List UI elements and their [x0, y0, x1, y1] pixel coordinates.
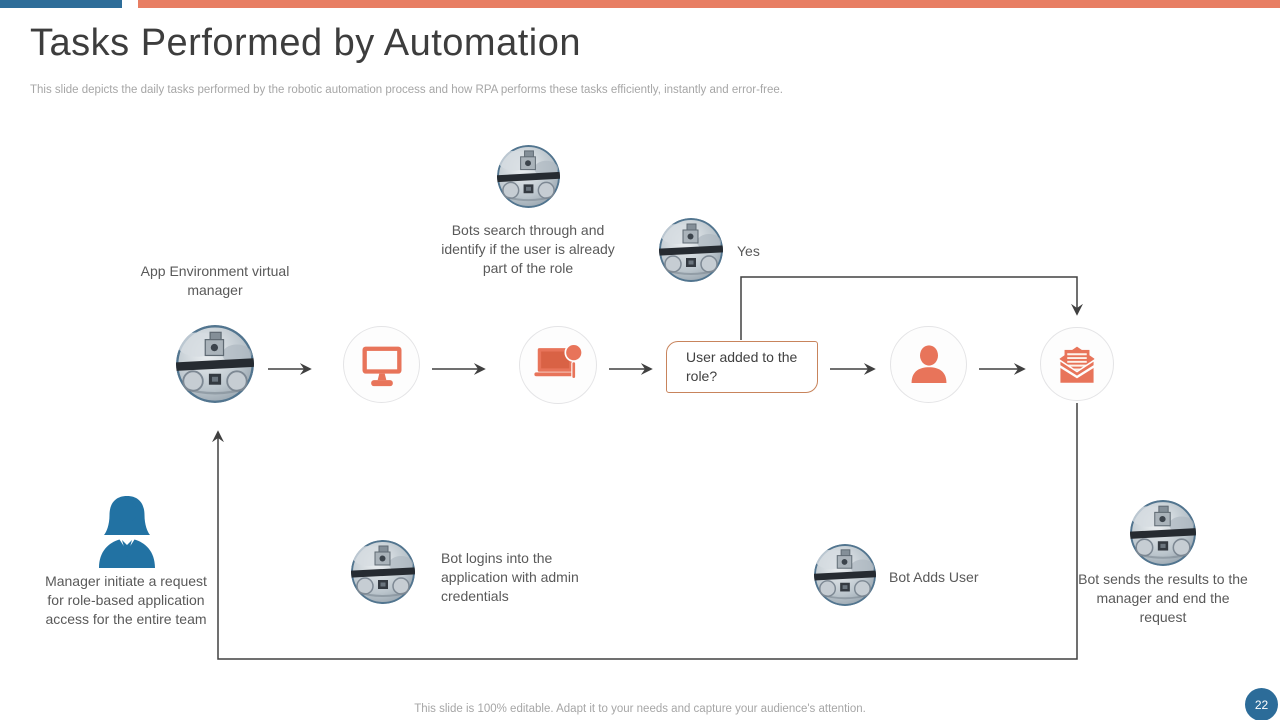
bots-search-label: Bots search through and identify if the …	[441, 222, 615, 276]
top-accent-bar-blue	[0, 0, 122, 8]
top-accent-bar-orange	[138, 0, 1280, 8]
manager-woman-icon	[96, 494, 158, 573]
bot-login-label: Bot logins into the application with adm…	[441, 550, 579, 604]
robot-photo-icon	[497, 145, 560, 208]
slide-description: This slide depicts the daily tasks perfo…	[30, 84, 783, 96]
app-environment-label: App Environment virtual manager	[140, 263, 290, 298]
bot-adds-user-label: Bot Adds User	[889, 569, 979, 585]
add-user-node	[890, 326, 967, 403]
decision-label: User added to the role?	[686, 349, 798, 384]
app-environment-node	[343, 326, 420, 403]
page-title: Tasks Performed by Automation	[30, 22, 581, 64]
desktop-monitor-icon	[356, 339, 408, 391]
bot-sends-label: Bot sends the results to the manager and…	[1078, 571, 1248, 625]
user-icon	[902, 338, 956, 392]
robot-photo-icon	[351, 540, 415, 604]
page-number-badge: 22	[1245, 688, 1278, 720]
robot-photo-icon	[814, 544, 876, 606]
laptop-search-icon	[531, 338, 585, 392]
robot-photo-icon	[176, 325, 254, 403]
open-envelope-letter-icon	[1051, 338, 1103, 390]
decision-box: User added to the role?	[666, 341, 818, 393]
robot-photo-icon	[1130, 500, 1196, 566]
bot-search-node	[519, 326, 597, 404]
send-results-node	[1040, 327, 1114, 401]
manager-label: Manager initiate a request for role-base…	[45, 573, 207, 627]
footer-note: This slide is 100% editable. Adapt it to…	[414, 703, 866, 715]
robot-photo-icon	[659, 218, 723, 282]
yes-label: Yes	[737, 243, 760, 259]
